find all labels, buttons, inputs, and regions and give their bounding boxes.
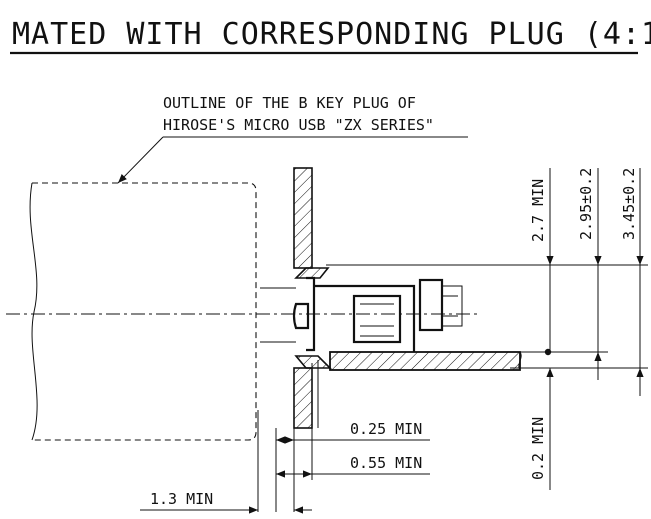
dim-0-2-min: 0.2 MIN [529, 417, 547, 480]
receptacle-body [260, 276, 463, 352]
dimension-lines [140, 168, 644, 514]
plug-outline [29, 182, 257, 441]
dim-1-3-min: 1.3 MIN [150, 490, 213, 508]
dim-2-95: 2.95±0.2 [577, 168, 595, 240]
panel-wall [293, 167, 332, 429]
dim-2-7-min: 2.7 MIN [529, 179, 547, 242]
plug-outline-note-line1: OUTLINE OF THE B KEY PLUG OF [163, 94, 416, 112]
plug-outline-note-line2: HIROSE'S MICRO USB "ZX SERIES" [163, 116, 434, 134]
drawing-title: MATED WITH CORRESPONDING PLUG (4:1) [12, 17, 651, 52]
dim-0-55-min: 0.55 MIN [350, 454, 422, 472]
dim-0-25-min: 0.25 MIN [350, 420, 422, 438]
extension-lines [257, 264, 648, 512]
dim-3-45: 3.45±0.2 [620, 168, 638, 240]
note-leader [117, 136, 164, 184]
pcb-board [329, 348, 552, 371]
